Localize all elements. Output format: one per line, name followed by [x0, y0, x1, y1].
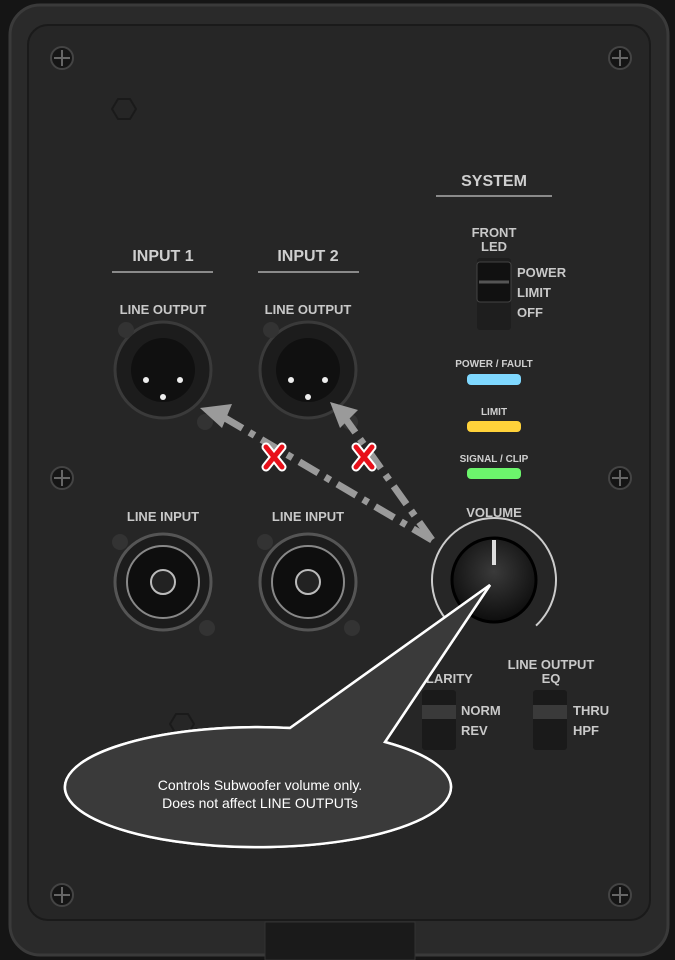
input-2-heading: INPUT 2 [277, 248, 339, 265]
callout-line-1: Controls Subwoofer volume only. [157, 777, 363, 793]
front-led-option-limit: LIMIT [517, 285, 551, 300]
input-2-line-output-label: LINE OUTPUT [264, 302, 352, 317]
line-output-jack-2[interactable] [258, 320, 358, 430]
annotation-arrows [223, 414, 435, 544]
front-led-label: FRONT LED [471, 225, 517, 254]
input-1-line-input-label: LINE INPUT [126, 509, 200, 524]
power-fault-label: POWER / FAULT [455, 359, 533, 370]
eq-option-thru: THRU [573, 703, 610, 718]
line-output-jack-1[interactable] [113, 320, 213, 430]
callout-line-2: Does not affect LINE OUTPUTs [162, 795, 358, 811]
line-output-eq-label: LINE OUTPUT EQ [507, 657, 595, 686]
volume-label: VOLUME [466, 505, 522, 520]
limit-label: LIMIT [480, 407, 508, 418]
front-led-option-power: POWER [517, 265, 567, 280]
polarity-switch[interactable] [422, 690, 456, 750]
limit-led [467, 421, 521, 432]
front-led-switch[interactable] [476, 258, 512, 330]
signal-clip-led [467, 468, 521, 479]
front-led-option-off: OFF [517, 305, 543, 320]
input-2-line-input-label: LINE INPUT [271, 509, 345, 524]
input-1-heading: INPUT 1 [132, 248, 194, 265]
system-heading: SYSTEM [461, 173, 527, 190]
screw-icons [50, 46, 632, 907]
line-output-eq-switch[interactable] [533, 690, 567, 750]
power-fault-led [467, 374, 521, 385]
eq-option-hpf: HPF [573, 723, 599, 738]
callout-text: Controls Subwoofer volume only. Does not… [70, 776, 450, 812]
polarity-label: POLARITY [407, 671, 473, 686]
signal-clip-label: SIGNAL / CLIP [459, 454, 529, 465]
polarity-option-norm: NORM [461, 703, 501, 718]
polarity-option-rev: REV [461, 723, 488, 738]
input-1-line-output-label: LINE OUTPUT [119, 302, 207, 317]
